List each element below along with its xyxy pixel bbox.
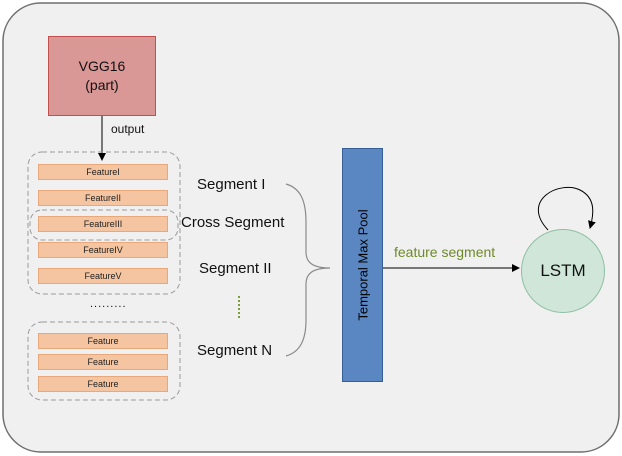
feature-group-top (27, 151, 181, 295)
feature-ellipsis: ......... (90, 298, 127, 310)
temporal-max-pool-label: Temporal Max Pool (355, 209, 370, 321)
feature-box-8: Feature (38, 376, 168, 392)
feature-box-6: Feature (38, 333, 168, 349)
vgg16-sublabel: (part) (85, 77, 119, 93)
feature-segment-label: feature segment (394, 244, 496, 260)
vgg16-block: VGG16 (part) (48, 36, 156, 116)
feature-box-3: FeatureIII (38, 216, 168, 232)
segment-1-label: Segment I (197, 176, 266, 193)
feature-group-bottom (27, 321, 181, 401)
lstm-label: LSTM (540, 261, 586, 280)
lstm-node: LSTM (521, 229, 605, 313)
segments-brace (285, 183, 331, 357)
feature-box-7: Feature (38, 354, 168, 370)
temporal-max-pool-block: Temporal Max Pool (342, 148, 383, 382)
lstm-recurrent-arrow (537, 186, 596, 231)
cross-segment-label: Cross Segment (181, 214, 285, 231)
cross-segment-box (29, 209, 179, 241)
feature-box-2: FeatureII (38, 190, 168, 206)
feature-box-5: FeatureV (38, 268, 168, 284)
feature-box-1: FeatureI (38, 164, 168, 180)
segment-2-label: Segment II (199, 260, 272, 277)
output-label: output (111, 122, 145, 136)
vgg16-label: VGG16 (78, 58, 126, 74)
feature-box-4: FeatureIV (38, 242, 168, 258)
segment-n-label: Segment N (197, 342, 273, 359)
